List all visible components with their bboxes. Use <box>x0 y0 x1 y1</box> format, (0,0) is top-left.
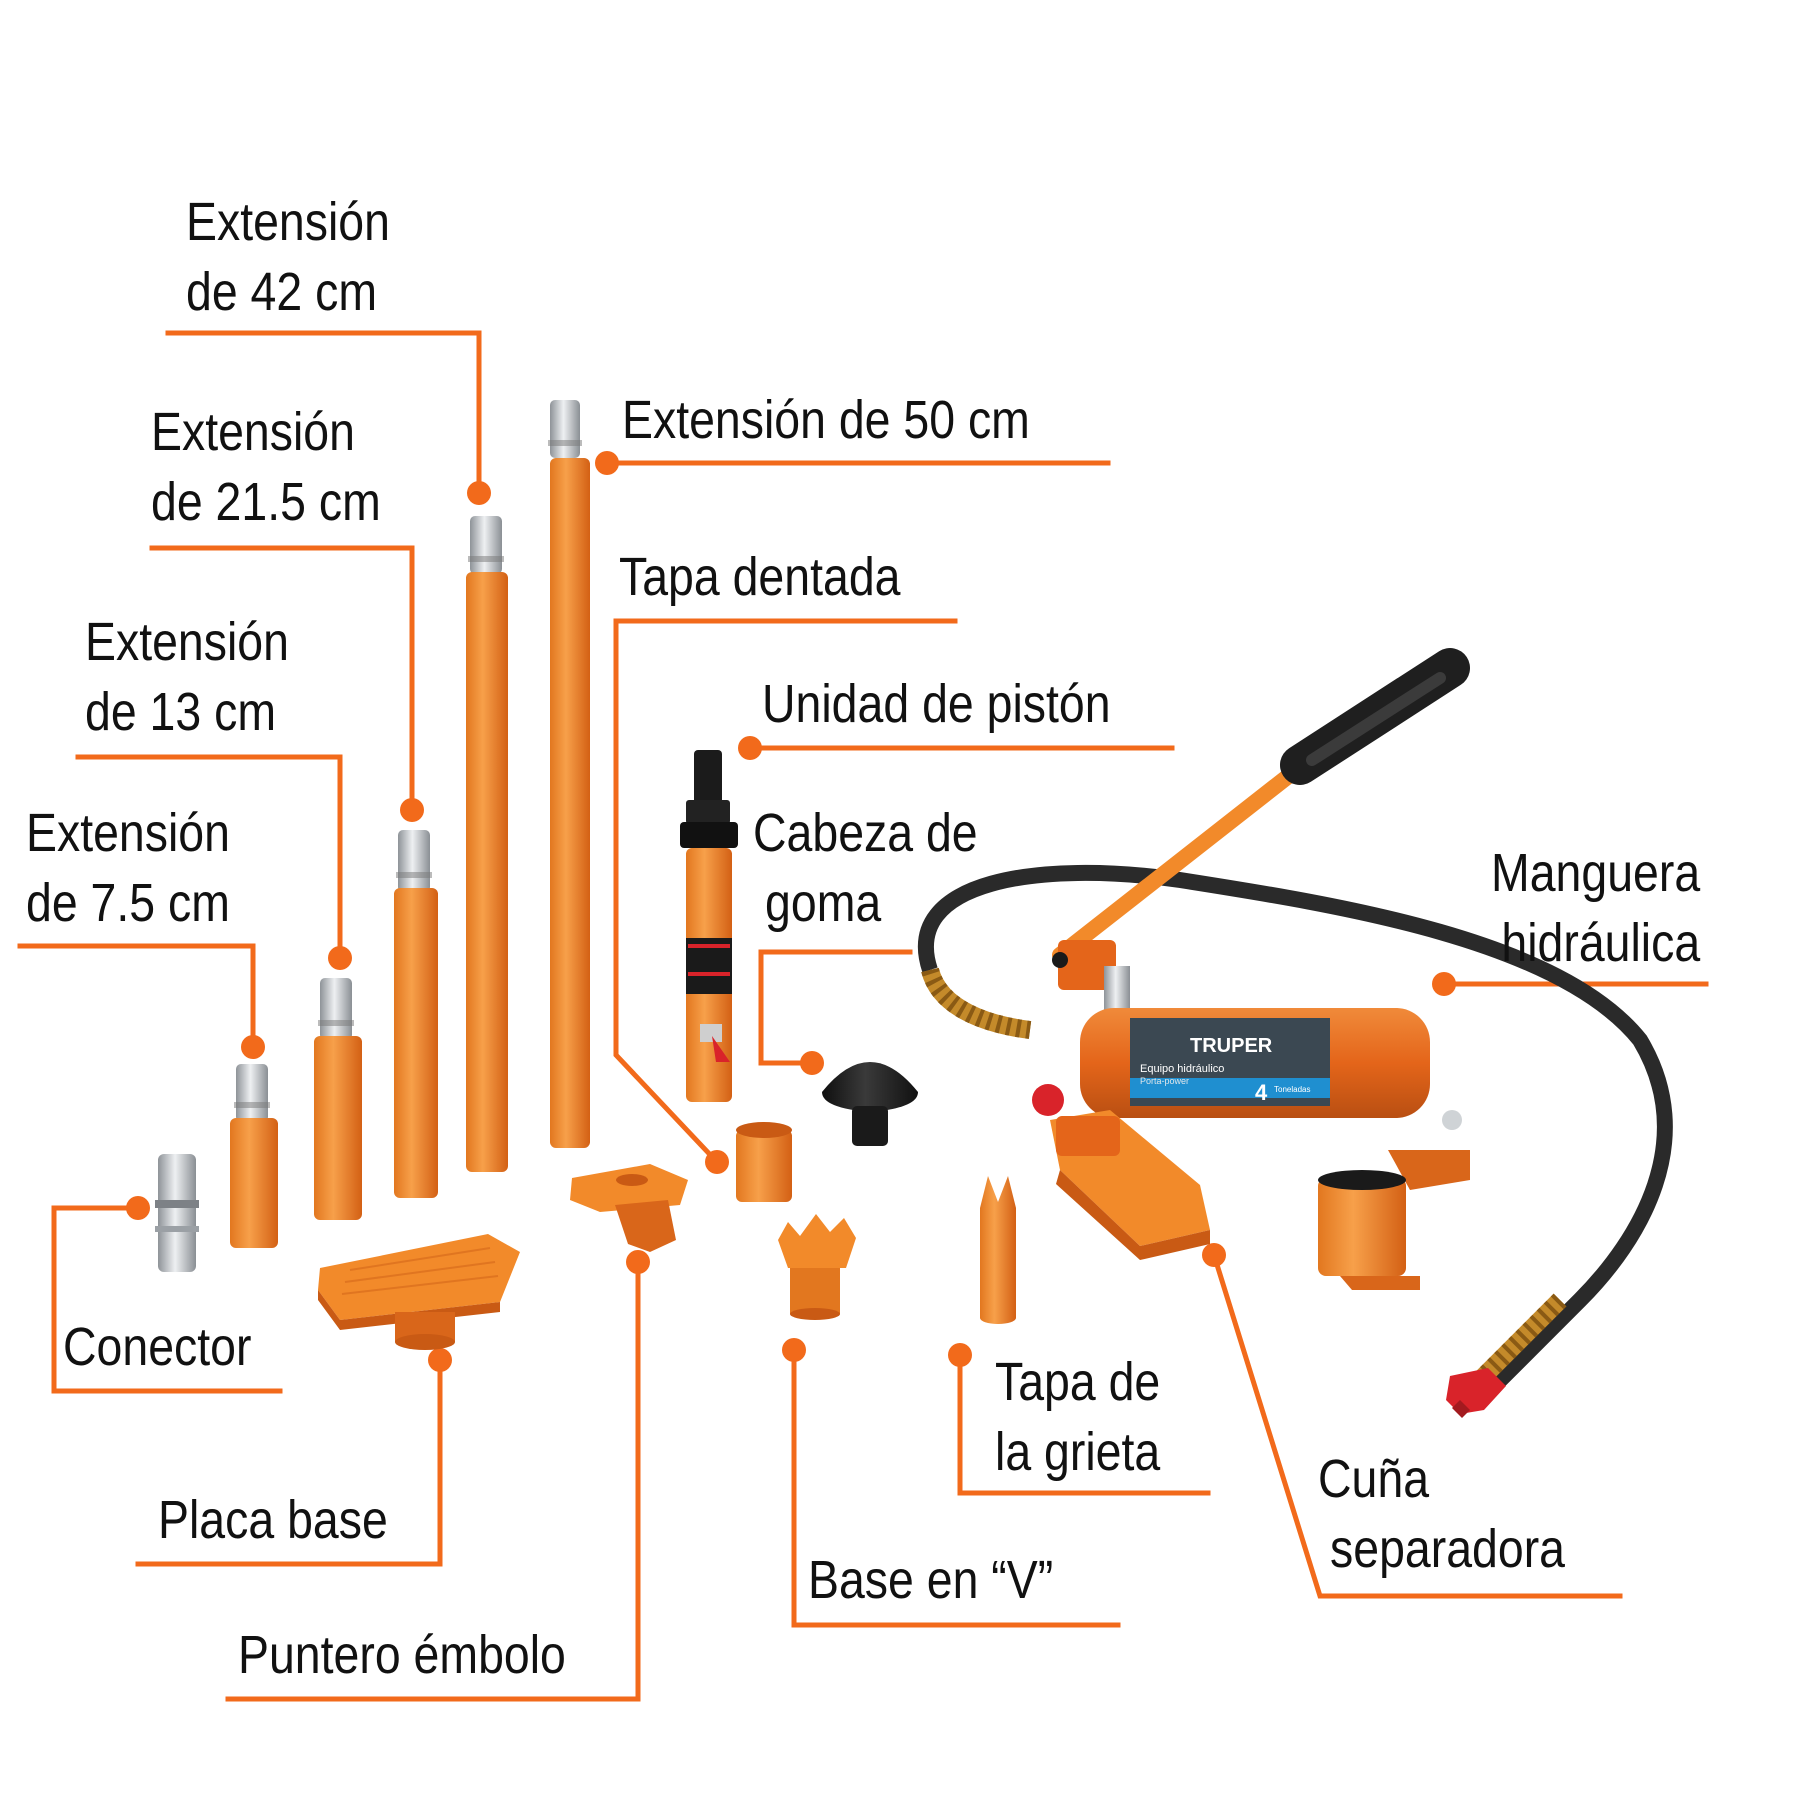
pump-capacity-text: 4 <box>1255 1080 1268 1105</box>
leader-conector <box>51 1205 283 1394</box>
label-base-en-v-line1: Base en “V” <box>808 1550 1054 1610</box>
label-extension-21-5cm: Extensión de 21.5 cm <box>151 397 381 537</box>
label-conector-line1: Conector <box>63 1317 252 1377</box>
label-extension-42cm-line1: Extensión <box>186 192 390 252</box>
label-cabeza-goma: Cabeza de goma <box>753 798 978 938</box>
label-cuna-separadora: Cuña separadora <box>1318 1444 1565 1584</box>
label-manguera-line1: Manguera <box>1490 843 1700 903</box>
label-tapa-grieta: Tapa de la grieta <box>995 1347 1160 1487</box>
dot-ext50 <box>595 451 619 475</box>
label-extension-50cm: Extensión de 50 cm <box>622 385 1030 455</box>
dot-base-v <box>782 1338 806 1362</box>
label-extension-42cm-line2: de 42 cm <box>186 262 378 322</box>
dot-ext75 <box>241 1035 265 1059</box>
leader-base-v <box>791 1347 1121 1628</box>
extension-50cm <box>548 400 590 1148</box>
label-base-en-v: Base en “V” <box>808 1545 1053 1615</box>
label-tapa-grieta-line1: Tapa de <box>995 1352 1161 1412</box>
leader-lines <box>17 330 1709 1702</box>
dot-placa-base <box>428 1348 452 1372</box>
label-cuna-separadora-line2: separadora <box>1330 1519 1565 1579</box>
leader-tapa-dentada <box>613 618 958 1166</box>
dot-tapa-grieta <box>948 1343 972 1367</box>
label-manguera-line2: hidráulica <box>1501 913 1700 973</box>
leader-dots <box>126 451 1456 1372</box>
label-unidad-piston: Unidad de pistón <box>762 669 1111 739</box>
pump-product-text: Equipo hidráulico <box>1140 1063 1224 1075</box>
leader-cuna <box>1210 1251 1623 1599</box>
label-extension-7-5cm-line2: de 7.5 cm <box>26 873 230 933</box>
dot-manguera <box>1432 972 1456 996</box>
pump-brand-text: TRUPER <box>1190 1035 1273 1057</box>
pump-capacity-unit: Toneladas <box>1274 1085 1310 1094</box>
hand-pump-part: TRUPER Equipo hidráulico Porta-power 4 T… <box>1032 648 1470 1290</box>
label-extension-7-5cm: Extensión de 7.5 cm <box>26 798 230 938</box>
extension-7-5cm <box>230 1064 278 1248</box>
dot-ext42 <box>467 481 491 505</box>
pump-subtitle-text: Porta-power <box>1140 1076 1189 1086</box>
dot-tapa-dentada <box>705 1150 729 1174</box>
leader-ext215 <box>149 545 415 813</box>
label-placa-base: Placa base <box>158 1485 388 1555</box>
label-cabeza-goma-line2: goma <box>765 873 882 933</box>
label-puntero-embolo: Puntero émbolo <box>238 1620 566 1690</box>
plunger-toe-part <box>570 1164 688 1252</box>
leader-ext75 <box>17 943 256 1050</box>
label-extension-13cm-line2: de 13 cm <box>85 682 277 742</box>
hydraulic-hose <box>917 864 1673 1406</box>
dot-puntero <box>626 1250 650 1274</box>
label-tapa-grieta-line2: la grieta <box>995 1422 1161 1482</box>
label-manguera: Manguera hidráulica <box>1491 838 1700 978</box>
leader-puntero <box>225 1259 641 1702</box>
dot-conector <box>126 1196 150 1220</box>
leader-ext42 <box>165 330 482 496</box>
leader-cabeza-goma <box>758 949 913 1066</box>
dot-ext215 <box>400 798 424 822</box>
label-cabeza-goma-line1: Cabeza de <box>753 803 978 863</box>
piston-unit-part <box>680 750 738 1102</box>
serrated-saddle-part <box>736 1122 792 1202</box>
label-unidad-piston-line1: Unidad de pistón <box>762 674 1111 734</box>
v-base-part <box>778 1214 856 1320</box>
leader-tapa-grieta <box>957 1352 1211 1496</box>
label-extension-21-5cm-line1: Extensión <box>151 402 355 462</box>
label-extension-13cm-line1: Extensión <box>85 612 289 672</box>
label-tapa-dentada: Tapa dentada <box>619 542 900 612</box>
rubber-head-part <box>822 1062 918 1146</box>
extension-42cm <box>466 516 508 1172</box>
label-conector: Conector <box>63 1312 251 1382</box>
label-tapa-dentada-line1: Tapa dentada <box>619 547 901 607</box>
dot-unidad-piston <box>738 736 762 760</box>
leader-ext13 <box>75 754 343 961</box>
connector-part <box>155 1154 199 1272</box>
crack-tip-part <box>980 1176 1016 1324</box>
label-extension-42cm: Extensión de 42 cm <box>186 187 390 327</box>
label-extension-50cm-line1: Extensión de 50 cm <box>622 390 1030 450</box>
extension-21-5cm <box>394 830 438 1198</box>
label-puntero-embolo-line1: Puntero émbolo <box>238 1625 566 1685</box>
dot-ext13 <box>328 946 352 970</box>
leader-placa-base <box>135 1357 443 1567</box>
extension-13cm <box>314 978 362 1220</box>
base-plate-part <box>318 1234 520 1350</box>
dot-cabeza-goma <box>800 1051 824 1075</box>
label-extension-7-5cm-line1: Extensión <box>26 803 230 863</box>
label-extension-13cm: Extensión de 13 cm <box>85 607 289 747</box>
hose-coupler <box>1446 1368 1506 1418</box>
label-cuna-separadora-line1: Cuña <box>1318 1449 1430 1509</box>
label-extension-21-5cm-line2: de 21.5 cm <box>151 472 381 532</box>
label-placa-base-line1: Placa base <box>158 1490 388 1550</box>
dot-cuna <box>1202 1243 1226 1267</box>
